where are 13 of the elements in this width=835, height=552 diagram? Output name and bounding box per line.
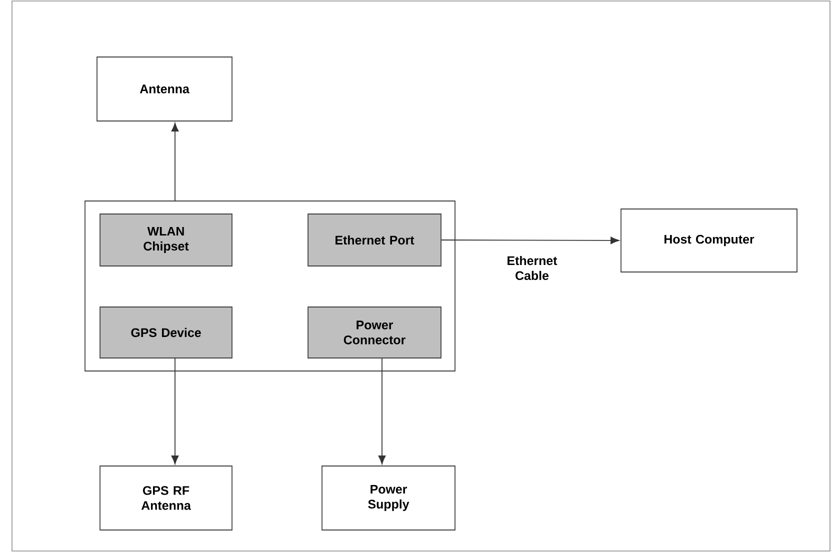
device-box: Power Supply — [322, 466, 456, 530]
component-box: WLAN Chipset — [100, 214, 232, 266]
device-box: Host Computer — [620, 208, 798, 272]
device-box: GPS RF Antenna — [100, 466, 232, 530]
device-box: Antenna — [96, 56, 232, 122]
edge-label: Ethernet Cable — [496, 254, 568, 282]
component-box: GPS Device — [100, 306, 232, 358]
component-box: Ethernet Port — [308, 214, 442, 266]
arrow — [171, 358, 179, 464]
arrow — [378, 358, 386, 464]
arrow — [171, 122, 179, 201]
component-box: Power Connector — [308, 306, 442, 358]
arrow — [441, 236, 620, 244]
